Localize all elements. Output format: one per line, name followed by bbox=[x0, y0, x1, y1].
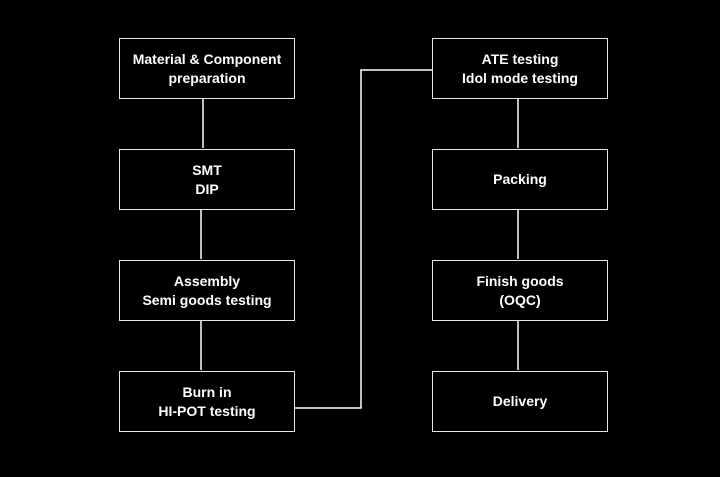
step-label-line: Material & Component bbox=[132, 50, 282, 67]
step-packing: Packing bbox=[432, 149, 608, 210]
step-label-line: Packing bbox=[493, 171, 547, 187]
step-label-line: Finish goods bbox=[476, 272, 564, 289]
step-label-line: Idol mode testing bbox=[462, 69, 578, 86]
step-ate-testing: ATE testing Idol mode testing bbox=[432, 38, 608, 99]
step-label-line: HI-POT testing bbox=[158, 402, 256, 419]
step-label-line: Delivery bbox=[492, 393, 548, 409]
step-label-line: DIP bbox=[195, 180, 219, 197]
connector-burnin-ate bbox=[295, 69, 432, 409]
step-assembly: Assembly Semi goods testing bbox=[119, 260, 295, 321]
step-label-line: SMT bbox=[192, 161, 222, 178]
step-label-line: Burn in bbox=[182, 383, 232, 400]
step-delivery: Delivery bbox=[432, 371, 608, 432]
step-smt-dip: SMT DIP bbox=[119, 149, 295, 210]
step-label-line: (OQC) bbox=[499, 291, 541, 308]
step-burn-in: Burn in HI-POT testing bbox=[119, 371, 295, 432]
step-label-line: Semi goods testing bbox=[142, 291, 272, 308]
step-label-line: Assembly bbox=[173, 272, 241, 289]
step-label-line: ATE testing bbox=[481, 50, 559, 67]
step-label-line: preparation bbox=[168, 69, 246, 86]
step-material-component-preparation: Material & Component preparation bbox=[119, 38, 295, 99]
step-finish-goods: Finish goods (OQC) bbox=[432, 260, 608, 321]
